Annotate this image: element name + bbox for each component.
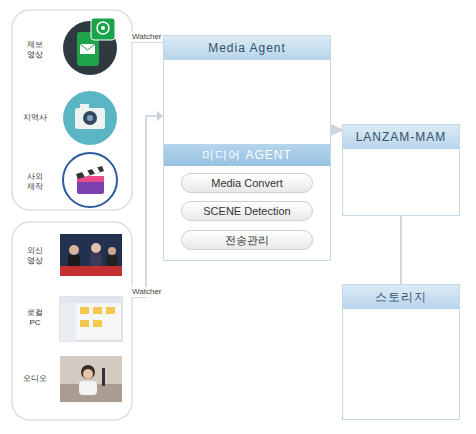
envelope-icon — [80, 44, 95, 54]
audio-person — [83, 369, 93, 379]
function-pill: 전송관리 — [181, 230, 313, 250]
app-badge — [91, 18, 115, 40]
flow-arrow — [331, 128, 342, 131]
icon-circle — [63, 91, 117, 145]
app-badge-mark — [101, 26, 105, 30]
news-person — [90, 253, 102, 266]
news-person — [107, 255, 117, 266]
clapper-icon — [77, 176, 104, 194]
watcher-label: Watcher — [131, 32, 163, 42]
link-line — [400, 216, 402, 284]
pc-folder — [80, 307, 89, 314]
pc-folder — [106, 307, 115, 314]
pc-sidebar — [60, 303, 76, 341]
pc-titlebar — [60, 297, 122, 303]
box-heading: LANZAM-MAM — [343, 125, 459, 149]
pc-screenshot — [60, 297, 122, 341]
news-person — [69, 245, 79, 255]
agent-box: Media Agent 미디어 AGENT Media ConvertSCENE D… — [163, 35, 331, 261]
clapper-stripe — [82, 170, 90, 177]
storage-box: 스토리지 — [342, 284, 460, 420]
function-label: SCENE Detection — [182, 202, 312, 220]
function-pill: SCENE Detection — [181, 201, 313, 221]
agent-module: 미디어 AGENT Media ConvertSCENE Detection 전송관… — [164, 144, 330, 261]
news-thumbnail — [60, 234, 122, 276]
news-person — [68, 255, 80, 266]
app-badge-mark — [97, 22, 109, 34]
camera-flash — [80, 104, 89, 109]
watcher-line — [132, 116, 158, 297]
box-heading: 스토리지 — [343, 285, 459, 309]
function-label: Media Convert — [182, 174, 312, 192]
clapper-top — [76, 166, 104, 179]
source-label: 외신 영상 — [22, 246, 48, 266]
source-label: 제보 영상 — [22, 40, 48, 60]
audio-person — [79, 381, 97, 395]
pc-folder — [93, 307, 102, 314]
source-group — [12, 222, 132, 420]
news-person — [91, 243, 101, 253]
function-pill: Media Convert — [181, 173, 313, 193]
camera-lens — [87, 115, 93, 121]
server-box: LANZAM-MAM — [342, 124, 460, 216]
source-label: 로컬 PC — [22, 308, 48, 328]
audio-person — [81, 365, 95, 379]
audio-photo — [60, 356, 122, 402]
audio-microphone — [102, 368, 105, 386]
news-ticker — [60, 266, 122, 276]
source-label: 지역사 — [22, 113, 48, 123]
source-label: 오디오 — [22, 374, 48, 384]
box-heading: Media Agent — [164, 36, 330, 60]
function-label: 전송관리 — [182, 231, 312, 249]
news-person — [108, 247, 116, 255]
pc-folder — [93, 320, 102, 327]
source-group — [12, 10, 132, 210]
box-heading: 미디어 AGENT — [164, 144, 330, 166]
envelope-flap — [80, 44, 95, 50]
source-label: 사외 제작 — [22, 172, 48, 192]
icon-circle — [63, 21, 117, 75]
camera-lens — [83, 111, 97, 125]
camera-icon — [75, 108, 105, 129]
icon-circle — [63, 153, 117, 207]
watcher-label: Watcher — [131, 287, 163, 297]
pc-folder — [80, 320, 89, 327]
clapper-stripe — [92, 167, 100, 174]
